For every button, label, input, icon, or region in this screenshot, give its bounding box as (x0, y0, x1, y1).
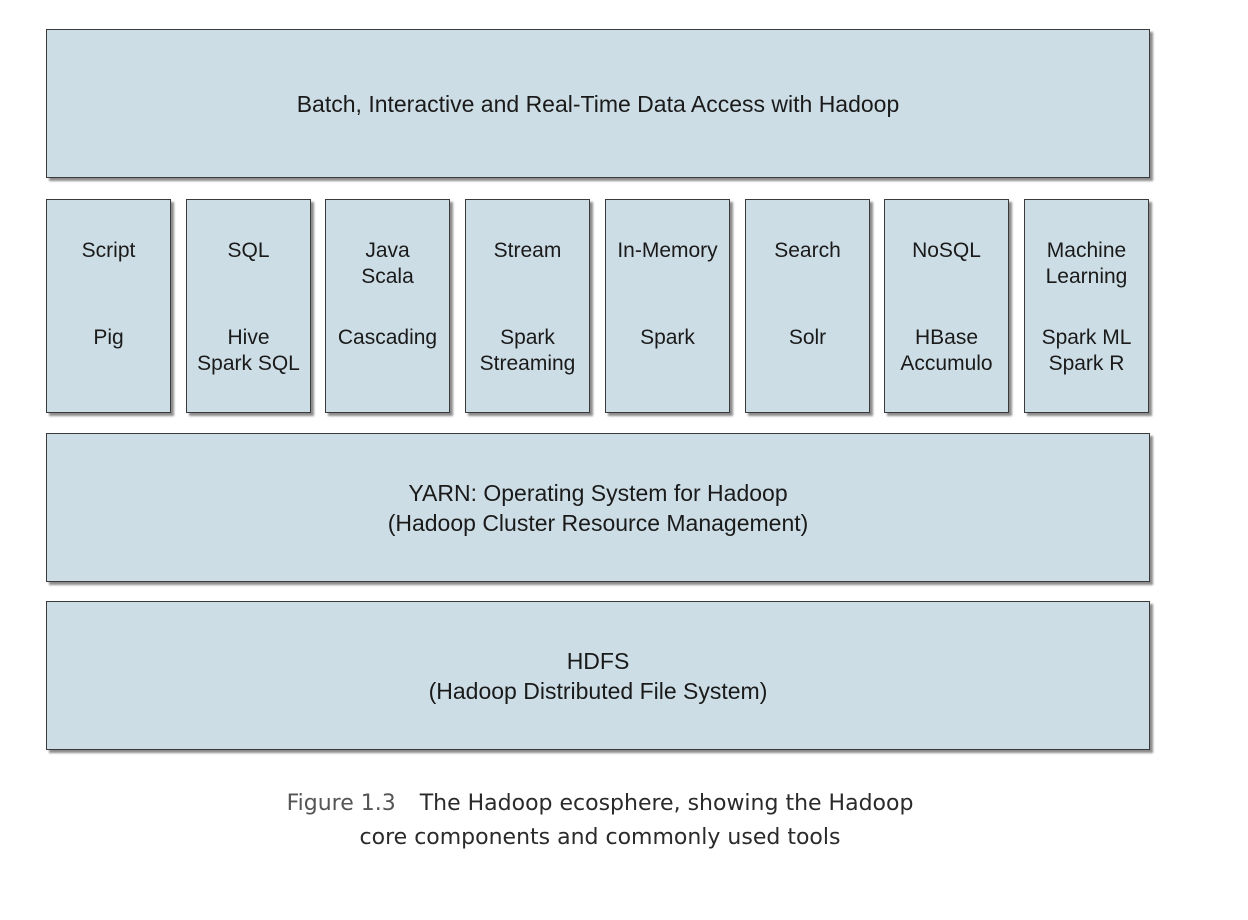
tool-names: Solr (746, 325, 869, 351)
data-access-layer: Batch, Interactive and Real-Time Data Ac… (46, 29, 1150, 178)
tool-category-line: Learning (1045, 265, 1128, 288)
tool-name: HBase (914, 326, 979, 349)
tool-category: SQL (187, 238, 310, 264)
tool-category-line: NoSQL (912, 239, 981, 262)
hdfs-layer: HDFS (Hadoop Distributed File System) (46, 601, 1150, 750)
figure-caption: Figure 1.3 The Hadoop ecosphere, showing … (0, 787, 1200, 855)
tool-category: Script (47, 238, 170, 264)
tool-category-line: SQL (227, 239, 270, 262)
figure-label: Figure 1.3 (286, 791, 396, 816)
data-access-label: Batch, Interactive and Real-Time Data Ac… (296, 90, 900, 117)
tool-name: Spark (500, 326, 555, 349)
tool-name: Spark R (1048, 352, 1125, 375)
tool-names: Pig (47, 325, 170, 351)
tool-name: Accumulo (900, 352, 993, 375)
hdfs-title: HDFS (566, 647, 630, 674)
tool-name: Solr (788, 326, 827, 349)
hdfs-subtitle: (Hadoop Distributed File System) (428, 677, 768, 704)
yarn-title: YARN: Operating System for Hadoop (408, 479, 788, 506)
tool-names: Cascading (326, 325, 449, 351)
tool-category-line: Scala (361, 265, 414, 288)
tool-category-line: Search (774, 239, 841, 262)
tool-category-line: In-Memory (617, 239, 718, 262)
tool-name: Streaming (479, 352, 576, 375)
tool-name: Cascading (337, 326, 438, 349)
caption-line-1: The Hadoop ecosphere, showing the Hadoop (419, 791, 914, 816)
tool-names: Spark ML Spark R (1025, 325, 1148, 377)
caption-line-2: core components and commonly used tools (359, 825, 841, 850)
tool-name: Hive (227, 326, 270, 349)
yarn-subtitle: (Hadoop Cluster Resource Management) (387, 509, 809, 536)
tool-category-line: Stream (493, 239, 562, 262)
tool-category-line: Script (81, 239, 136, 262)
tool-category-line: Machine (1046, 239, 1127, 262)
yarn-layer: YARN: Operating System for Hadoop (Hadoo… (46, 433, 1150, 582)
tool-category: In-Memory (606, 238, 729, 264)
tool-category-line: Java (365, 239, 410, 262)
tool-category: Stream (466, 238, 589, 264)
tool-names: Spark (606, 325, 729, 351)
tool-name: Spark SQL (197, 352, 300, 375)
tool-category: Search (746, 238, 869, 264)
tool-name: Spark (640, 326, 695, 349)
tool-category: NoSQL (885, 238, 1008, 264)
tool-name: Pig (93, 326, 124, 349)
tool-name: Spark ML (1041, 326, 1132, 349)
